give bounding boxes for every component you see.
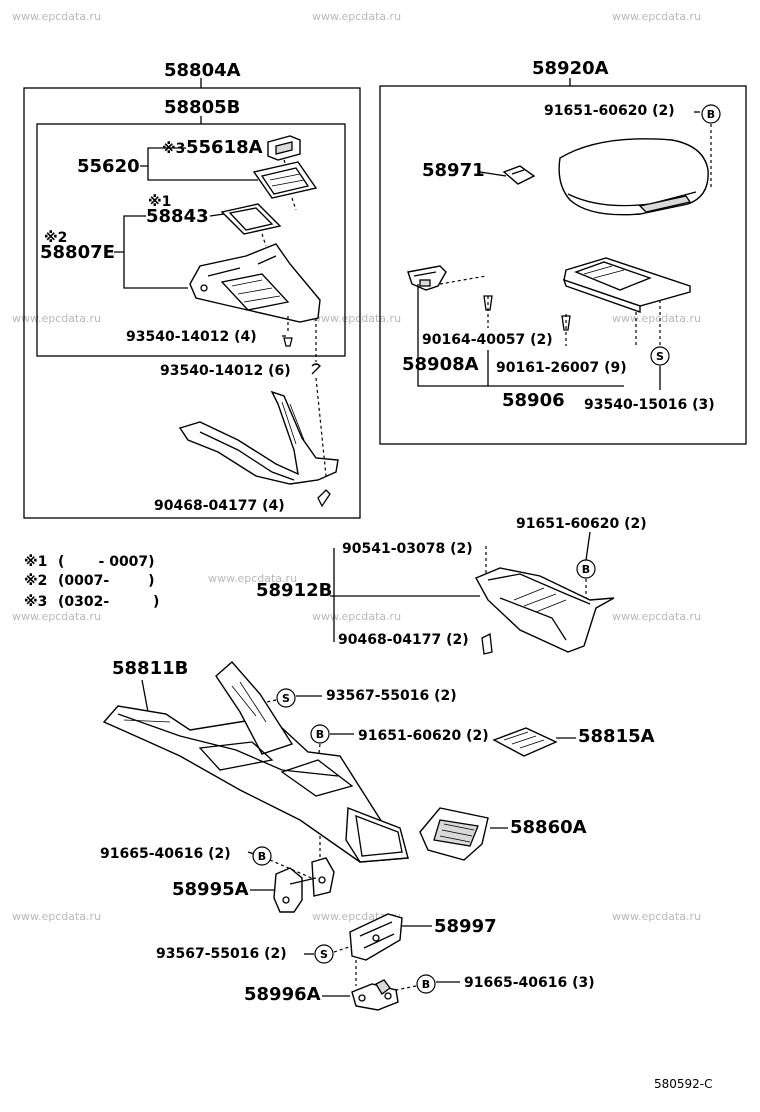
label-58920a: 58920A — [532, 58, 609, 79]
part-trim-panel — [178, 390, 339, 485]
label-58971: 58971 — [422, 160, 485, 181]
bolt-symbol: B — [316, 728, 324, 741]
bolt-symbol: B — [707, 108, 715, 121]
label-55618a: 55618A — [186, 137, 263, 158]
label-58912b: 58912B — [256, 580, 332, 601]
label-58843: 58843 — [146, 206, 209, 227]
label-90161-26007: 90161-26007 (9) — [496, 360, 627, 376]
assembly-58997: 58997 93567-55016 (2) S — [156, 913, 497, 986]
bolt-symbol: B — [582, 563, 590, 576]
inner-box-58805b — [36, 123, 346, 357]
watermark: www.epcdata.ru — [612, 10, 701, 23]
part-55618a — [267, 135, 301, 177]
label-58804a: 58804A — [164, 60, 241, 81]
note-1-range: ( - 0007) — [58, 554, 155, 570]
label-93540-15016: 93540-15016 (3) — [584, 397, 715, 413]
label-55620: 55620 — [77, 156, 140, 177]
label-91651-60620-mid: 91651-60620 (2) — [516, 516, 647, 532]
label-58908a: 58908A — [402, 354, 479, 375]
note-mark-1: ※1 — [24, 554, 47, 570]
note-2-range: (0007- ) — [58, 573, 155, 589]
label-58906: 58906 — [502, 390, 565, 411]
label-58805b: 58805B — [164, 97, 240, 118]
assembly-58804a: 58804A 58805B ※3 55618A 55620 ※1 58843 ※… — [23, 60, 361, 519]
diagram-code: 580592-C — [654, 1077, 713, 1091]
screw-icon — [276, 688, 296, 708]
watermark: www.epcdata.ru — [612, 610, 701, 623]
part-58860a — [419, 807, 489, 861]
label-58807e: 58807E — [40, 242, 115, 263]
watermark: www.epcdata.ru — [12, 312, 101, 325]
label-93540-14012-6: 93540-14012 (6) — [160, 363, 291, 379]
label-91651-60620-low: 91651-60620 (2) — [358, 728, 489, 744]
assembly-58811b: 58811B S 93567-55016 (2) B 91651-60620 (… — [102, 658, 655, 863]
screw-symbol: S — [656, 350, 664, 363]
note-mark-3: ※3 — [24, 594, 47, 610]
note-3-range: (0302- ) — [58, 594, 159, 610]
watermark: www.epcdata.ru — [312, 610, 401, 623]
part-55620 — [252, 161, 318, 211]
watermark: www.epcdata.ru — [12, 910, 101, 923]
label-90541-03078: 90541-03078 (2) — [342, 541, 473, 557]
part-58815a — [492, 727, 558, 757]
watermark: www.epcdata.ru — [12, 610, 101, 623]
label-58995a: 58995A — [172, 879, 249, 900]
assembly-58920a: 58920A 91651-60620 (2) B 58971 — [379, 58, 747, 445]
label-91665-40616-3: 91665-40616 (3) — [464, 975, 595, 991]
part-58971 — [502, 165, 536, 185]
label-58996a: 58996A — [244, 984, 321, 1005]
watermark: www.epcdata.ru — [12, 10, 101, 23]
part-58843 — [220, 203, 282, 247]
note-mark-3: ※3 — [162, 141, 185, 157]
label-58815a: 58815A — [578, 726, 655, 747]
part-58807e — [189, 243, 321, 323]
label-93540-14012-4: 93540-14012 (4) — [126, 329, 257, 345]
applicability-notes: ※1 ( - 0007) ※2 (0007- ) ※3 (0302- ) — [24, 554, 159, 610]
label-58997: 58997 — [434, 916, 497, 937]
bolt-icon — [252, 846, 272, 866]
outer-box-58804a — [23, 87, 361, 519]
label-91665-40616-2: 91665-40616 (2) — [100, 846, 231, 862]
assembly-58995a: 91665-40616 (2) B 58995A — [100, 836, 335, 913]
bolt-symbol: B — [258, 850, 266, 863]
label-93567-55016-a: 93567-55016 (2) — [326, 688, 457, 704]
screw-symbol: S — [320, 948, 328, 961]
outer-box-58920a — [379, 85, 747, 445]
label-58860a: 58860A — [510, 817, 587, 838]
part-armrest-lid — [558, 138, 709, 216]
part-58906 — [562, 257, 691, 313]
screw-icon — [314, 944, 334, 964]
screw-symbol: S — [282, 692, 290, 705]
watermark: www.epcdata.ru — [208, 572, 297, 585]
assembly-58996a: 58996A B 91665-40616 (3) — [244, 974, 595, 1011]
note-mark-2: ※2 — [44, 230, 67, 246]
bolt-icon — [701, 104, 721, 124]
bolt-symbol: B — [422, 978, 430, 991]
watermark: www.epcdata.ru — [612, 312, 701, 325]
watermark: www.epcdata.ru — [612, 910, 701, 923]
label-91651-60620-top: 91651-60620 (2) — [544, 103, 675, 119]
watermark: www.epcdata.ru — [312, 10, 401, 23]
bolt-icon — [576, 559, 596, 579]
assembly-58912b: 91651-60620 (2) B 90541-03078 (2) 58912B… — [256, 516, 647, 655]
label-58811b: 58811B — [112, 658, 188, 679]
label-93567-55016-b: 93567-55016 (2) — [156, 946, 287, 962]
bolt-icon — [416, 974, 436, 994]
label-90164-40057: 90164-40057 (2) — [422, 332, 553, 348]
screw-icon — [650, 346, 670, 366]
label-90468-04177-2: 90468-04177 (2) — [338, 632, 469, 648]
bolt-icon — [310, 724, 330, 744]
note-mark-1: ※1 — [148, 194, 171, 210]
watermark: www.epcdata.ru — [312, 312, 401, 325]
note-mark-2: ※2 — [24, 573, 47, 589]
label-90468-04177-4: 90468-04177 (4) — [154, 498, 285, 514]
part-58908a — [407, 265, 447, 291]
